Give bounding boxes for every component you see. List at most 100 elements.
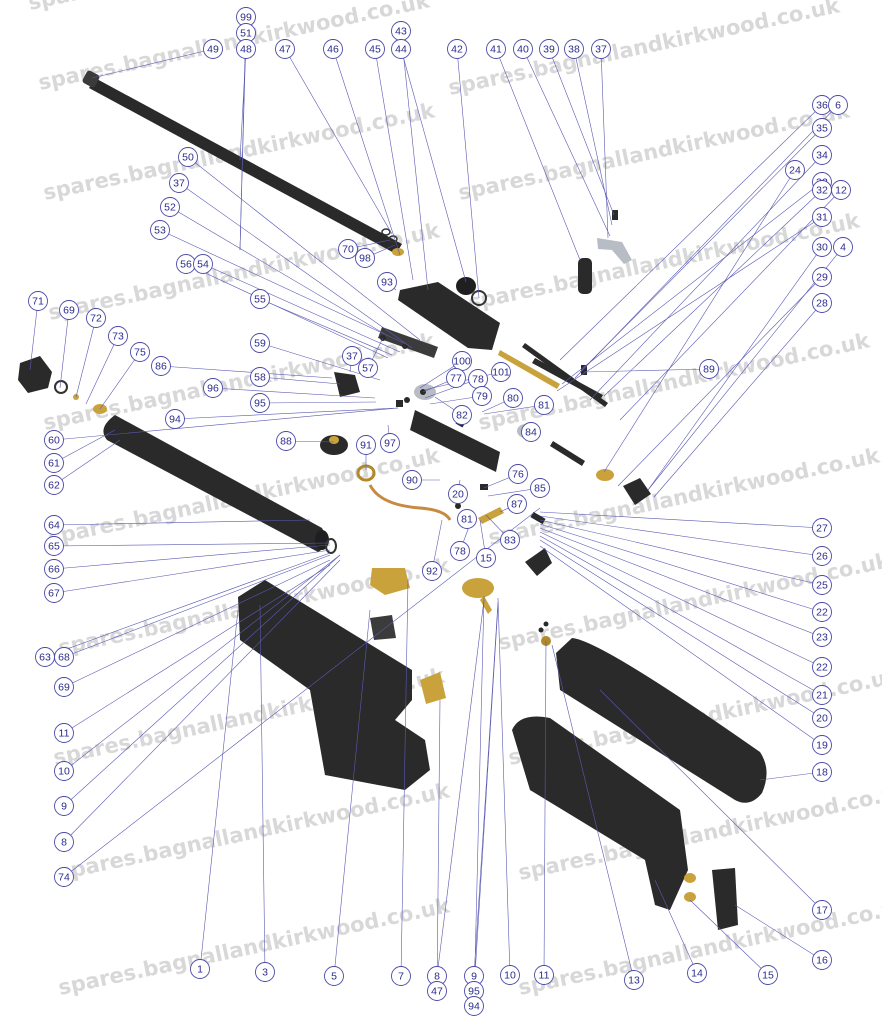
callout-circle bbox=[427, 981, 447, 1001]
part-callout-64: 64 bbox=[44, 515, 64, 535]
leader-line bbox=[473, 595, 485, 1007]
callout-circle bbox=[250, 289, 270, 309]
callout-number: 68 bbox=[58, 652, 70, 664]
leader-line bbox=[239, 48, 247, 161]
leader-line bbox=[561, 181, 823, 385]
leader-line bbox=[456, 48, 480, 299]
callout-number: 88 bbox=[280, 436, 292, 448]
barrel-assembly bbox=[82, 70, 404, 256]
callout-number: 66 bbox=[48, 564, 60, 576]
callout-circle bbox=[508, 464, 528, 484]
callout-circle bbox=[54, 723, 74, 743]
callout-number: 83 bbox=[504, 535, 516, 547]
part-callout-17: 17 bbox=[812, 900, 832, 920]
callout-number: 19 bbox=[816, 740, 828, 752]
leader-line bbox=[539, 527, 823, 638]
callout-circle bbox=[422, 561, 442, 581]
callout-circle bbox=[165, 409, 185, 429]
callout-number: 51 bbox=[240, 28, 252, 40]
callout-circle bbox=[150, 220, 170, 240]
callout-number: 7 bbox=[398, 971, 404, 983]
callout-number: 76 bbox=[512, 469, 524, 481]
part-callout-96: 96 bbox=[203, 378, 223, 398]
leader-line bbox=[473, 601, 499, 977]
callout-number: 50 bbox=[182, 152, 194, 164]
leader-line bbox=[497, 597, 511, 976]
part-callout-44: 44 bbox=[391, 39, 411, 59]
callout-number: 70 bbox=[342, 244, 354, 256]
callout-circle bbox=[160, 197, 180, 217]
callout-circle bbox=[812, 685, 832, 705]
callout-number: 75 bbox=[134, 347, 146, 359]
leader-line bbox=[548, 48, 615, 216]
leader-line bbox=[400, 30, 429, 291]
callout-number: 69 bbox=[63, 305, 75, 317]
part-callout-11: 11 bbox=[534, 965, 554, 985]
callout-circle bbox=[833, 237, 853, 257]
part-callout-24: 24 bbox=[785, 160, 805, 180]
part-callout-41: 41 bbox=[486, 39, 506, 59]
callout-circle bbox=[464, 996, 484, 1016]
watermark-text: spares.bagnallandkirkwood.co.uk bbox=[56, 778, 452, 885]
callout-number: 71 bbox=[32, 296, 44, 308]
callout-circle bbox=[486, 39, 506, 59]
part-callout-38: 38 bbox=[564, 39, 584, 59]
leader-line bbox=[63, 559, 331, 688]
callout-circle bbox=[812, 546, 832, 566]
part-callout-6: 6 bbox=[828, 95, 848, 115]
callout-number: 63 bbox=[39, 652, 51, 664]
part-callout-79: 79 bbox=[472, 386, 492, 406]
leader-line bbox=[551, 644, 635, 981]
callout-number: 93 bbox=[381, 277, 393, 289]
leader-line bbox=[159, 229, 409, 346]
callout-circle bbox=[44, 515, 64, 535]
callout-number: 98 bbox=[359, 253, 371, 265]
part-callout-88: 88 bbox=[276, 431, 296, 451]
part-callout-53: 53 bbox=[150, 220, 170, 240]
callout-circle bbox=[377, 272, 397, 292]
callout-circle bbox=[452, 405, 472, 425]
callout-number: 23 bbox=[816, 632, 828, 644]
callout-circle bbox=[812, 575, 832, 595]
leader-line bbox=[589, 154, 823, 401]
callout-circle bbox=[190, 959, 210, 979]
callout-number: 34 bbox=[816, 150, 828, 162]
part-callout-5: 5 bbox=[324, 966, 344, 986]
part-callout-4: 4 bbox=[833, 237, 853, 257]
part-callout-66: 66 bbox=[44, 559, 64, 579]
leader-line bbox=[91, 48, 214, 79]
callout-number: 60 bbox=[48, 435, 60, 447]
callout-circle bbox=[54, 677, 74, 697]
part-callout-56: 56 bbox=[176, 254, 196, 274]
leader-line bbox=[202, 263, 401, 353]
watermark-text: spares.bagnallandkirkwood.co.uk bbox=[56, 893, 452, 1000]
callout-number: 8 bbox=[434, 971, 440, 983]
watermark-text: spares.bagnallandkirkwood.co.uk bbox=[41, 98, 437, 205]
part-callout-40: 40 bbox=[513, 39, 533, 59]
part-callout-69: 69 bbox=[54, 677, 74, 697]
callout-number: 45 bbox=[369, 44, 381, 56]
part-callout-28: 28 bbox=[812, 293, 832, 313]
part-callout-89: 89 bbox=[699, 359, 719, 379]
callout-circle bbox=[507, 494, 527, 514]
part-callout-18: 18 bbox=[812, 762, 832, 782]
callout-circle bbox=[687, 963, 707, 983]
callout-circle bbox=[624, 970, 644, 990]
callout-number: 67 bbox=[48, 588, 60, 600]
part-callout-39: 39 bbox=[539, 39, 559, 59]
callout-number: 73 bbox=[112, 331, 124, 343]
leader-line bbox=[53, 519, 311, 526]
callout-number: 24 bbox=[789, 165, 801, 177]
leader-line bbox=[332, 48, 401, 256]
part-callout-75: 75 bbox=[130, 342, 150, 362]
part-callout-84: 84 bbox=[521, 422, 541, 442]
part-callout-35: 35 bbox=[812, 118, 832, 138]
valve-parts bbox=[370, 568, 551, 646]
part-callout-68: 68 bbox=[54, 647, 74, 667]
callout-number: 17 bbox=[816, 905, 828, 917]
callout-circle bbox=[457, 509, 477, 529]
callout-number: 94 bbox=[169, 414, 181, 426]
leader-line bbox=[600, 48, 609, 239]
callout-circle bbox=[54, 796, 74, 816]
